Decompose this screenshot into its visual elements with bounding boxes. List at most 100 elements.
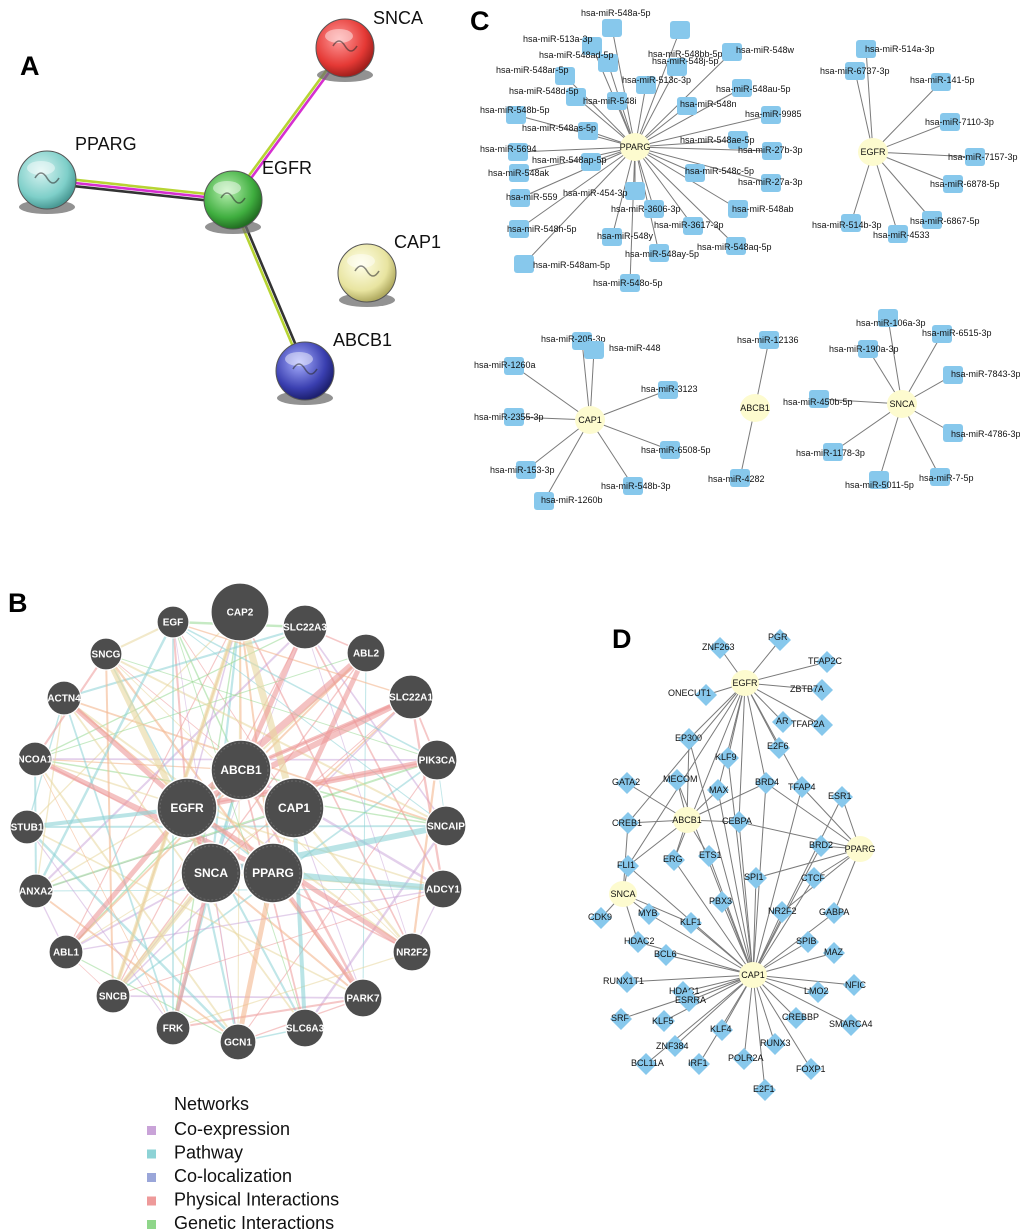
tf-hub-label-snca: SNCA: [610, 889, 635, 899]
gene-node-stub1: [9, 809, 45, 845]
mirna-edge: [519, 146, 636, 199]
mirna-node: [943, 175, 963, 193]
mirna-node: [888, 225, 908, 243]
mirna-node: [845, 62, 865, 80]
network-edge: [26, 826, 364, 999]
network-edge: [26, 611, 241, 828]
network-edge: [112, 995, 364, 999]
tf-edge: [663, 974, 754, 1022]
tf-node-runx1t1: [616, 971, 638, 993]
panel-label-b: B: [8, 588, 28, 618]
mirna-node: [578, 122, 598, 140]
mirna-label-hsa-mir-153-3p: hsa-miR-153-3p: [490, 465, 555, 475]
mirna-node: [940, 113, 960, 131]
mirna-edge: [513, 365, 591, 421]
gene-label-frk: FRK: [163, 1024, 184, 1035]
networks-legend: Networks Co-expressionPathwayCo-localiza…: [147, 1094, 339, 1232]
mirna-label-hsa-mir-4786-3p: hsa-miR-4786-3p: [951, 429, 1020, 439]
gene-label-stub1: STUB1: [11, 823, 44, 834]
mirna-edge: [629, 146, 636, 284]
tf-edge: [674, 974, 754, 1047]
query-hatch: [183, 845, 239, 901]
mirna-hub-label-snca: SNCA: [889, 399, 914, 409]
legend-swatch-pathway: [147, 1149, 156, 1159]
network-edge: [409, 696, 445, 890]
tf-label-pbx3: PBX3: [709, 896, 732, 906]
tf-label-irf1: IRF1: [688, 1058, 708, 1068]
tf-label-hdac1: HDAC1: [669, 986, 700, 996]
mirna-node: [509, 220, 529, 238]
tf-edge: [717, 789, 754, 976]
mirna-node: [878, 309, 898, 327]
tf-edge: [627, 682, 746, 867]
mirna-label-hsa-mir-7110-3p: hsa-miR-7110-3p: [925, 117, 994, 127]
mirna-edge: [518, 146, 636, 230]
mirna-label-hsa-mir-514b-3p: hsa-miR-514b-3p: [812, 220, 882, 230]
tf-node-ets1: [698, 845, 720, 867]
network-edge: [63, 697, 174, 1029]
panel-c-mirna-network: hsa-miR-548a-5phsa-miR-513a-3phsa-miR-54…: [474, 8, 1020, 510]
mirna-node: [685, 164, 705, 182]
mirna-edge: [634, 87, 743, 148]
tf-label-spi1: SPI1: [744, 872, 764, 882]
tf-node-spi1: [745, 867, 767, 889]
mirna-node: [644, 200, 664, 218]
mirna-node: [625, 182, 645, 200]
tf-label-zbtb7a: ZBTB7A: [790, 684, 824, 694]
tf-label-fli1: FLI1: [617, 860, 635, 870]
tf-edge: [645, 974, 754, 1065]
mirna-label-hsa-mir-548a-5p: hsa-miR-548a-5p: [581, 8, 651, 18]
tf-node-maz: [823, 942, 845, 964]
tf-label-creb1: CREB1: [612, 818, 642, 828]
mirna-node: [602, 228, 622, 246]
query-gene-label-egfr: EGFR: [170, 801, 204, 815]
tf-edge: [752, 796, 843, 976]
tf-label-ctcf: CTCF: [801, 873, 825, 883]
tf-hub-label-egfr: EGFR: [732, 678, 758, 688]
gene-node-adcy1: [423, 869, 463, 909]
gene-label-ncoa1: NCOA1: [17, 755, 52, 766]
mirna-node: [566, 88, 586, 106]
query-gene-label-snca: SNCA: [194, 866, 228, 880]
mirna-edge: [523, 146, 636, 265]
tf-node-hdac2: [627, 931, 649, 953]
legend-item-genetic-interactions: Genetic Interactions: [174, 1213, 334, 1232]
network-edge: [34, 621, 175, 892]
mirna-node: [514, 255, 534, 273]
tf-label-e2f1: E2F1: [753, 1084, 775, 1094]
mirna-node: [683, 217, 703, 235]
network-edge: [172, 621, 306, 1029]
network-edge: [172, 621, 447, 827]
tf-node-e2f6: [768, 737, 790, 759]
network-edge: [209, 611, 242, 874]
mirna-label-hsa-mir-548ab: hsa-miR-548ab: [732, 204, 794, 214]
tf-node-irf1: [688, 1053, 710, 1075]
gene-label-cap2: CAP2: [227, 608, 254, 619]
mirna-label-hsa-mir-6737-3p: hsa-miR-6737-3p: [820, 66, 890, 76]
tf-node-e2f1: [754, 1079, 776, 1101]
legend-item-co-expression: Co-expression: [174, 1119, 290, 1139]
mirna-hub-label-pparg: PPARG: [620, 142, 651, 152]
query-gene-label-pparg: PPARG: [252, 866, 294, 880]
network-edge: [293, 807, 364, 999]
tf-node-polr2a: [733, 1048, 755, 1070]
mirna-label-hsa-mir-548ak: hsa-miR-548ak: [488, 168, 550, 178]
tf-node-brd2: [810, 835, 832, 857]
mirna-label-hsa-mir-1178-3p: hsa-miR-1178-3p: [796, 448, 865, 458]
mirna-node: [762, 142, 782, 160]
network-edge: [65, 951, 239, 1043]
mirna-node: [732, 79, 752, 97]
mirna-label-hsa-mir-548n: hsa-miR-548n: [680, 99, 737, 109]
tf-edge: [752, 877, 757, 976]
network-edge: [105, 653, 114, 997]
tf-edge: [743, 974, 754, 1060]
mirna-node: [677, 97, 697, 115]
tf-label-hdac2: HDAC2: [624, 936, 655, 946]
genemania-nodes: CAP2SLC22A3ABL2SLC22A1PIK3CASNCAIPADCY1N…: [9, 582, 467, 1061]
gene-label-slc22a3: SLC22A3: [283, 623, 327, 634]
protein-node-egfr: [203, 170, 263, 230]
mirna-label-hsa-mir-454-3p: hsa-miR-454-3p: [563, 188, 628, 198]
